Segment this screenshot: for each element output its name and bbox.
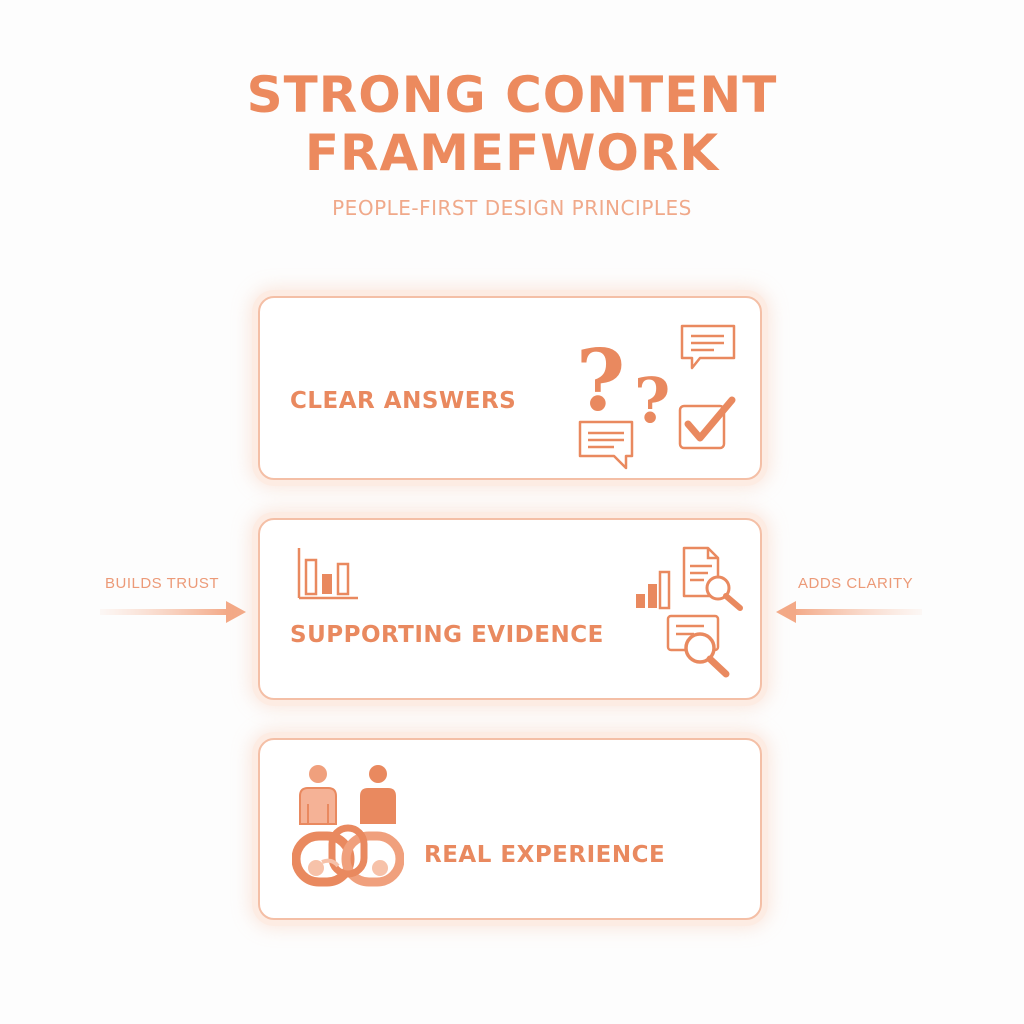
speech-bubble-icon-2 xyxy=(578,420,634,470)
svg-text:?: ? xyxy=(576,331,625,428)
left-arrow-icon xyxy=(100,601,246,623)
adds-clarity-label: ADDS CLARITY xyxy=(798,575,914,592)
speech-bubble-icon xyxy=(680,324,736,370)
document-search-icon xyxy=(682,546,743,611)
title-line-1: STRONG CONTENT xyxy=(246,66,778,124)
builds-trust-label: BUILDS TRUST xyxy=(105,575,220,592)
checkbox-icon xyxy=(678,396,736,450)
title-line-2: FRAMEFWORK xyxy=(304,124,720,182)
right-arrow-icon xyxy=(776,601,922,623)
people-icon xyxy=(299,765,396,825)
linked-chain-icon xyxy=(292,824,404,887)
subtitle: PEOPLE-FIRST DESIGN PRINCIPLES xyxy=(332,196,692,220)
bar-chart-icon xyxy=(297,548,358,600)
real-experience-label: REAL EXPERIENCE xyxy=(424,842,666,868)
magnifier-icon xyxy=(666,614,730,678)
clear-answers-label: CLEAR ANSWERS xyxy=(290,388,517,414)
real-experience-card: REAL EXPERIENCE xyxy=(258,738,762,920)
mini-bar-chart-icon xyxy=(636,570,671,610)
svg-text:?: ? xyxy=(634,364,670,428)
supporting-evidence-card: SUPPORTING EVIDENCE xyxy=(258,518,762,700)
clear-answers-card: CLEAR ANSWERS ? ? xyxy=(258,296,762,480)
question-marks-icon: ? ? xyxy=(576,331,670,428)
supporting-evidence-label: SUPPORTING EVIDENCE xyxy=(290,622,604,648)
